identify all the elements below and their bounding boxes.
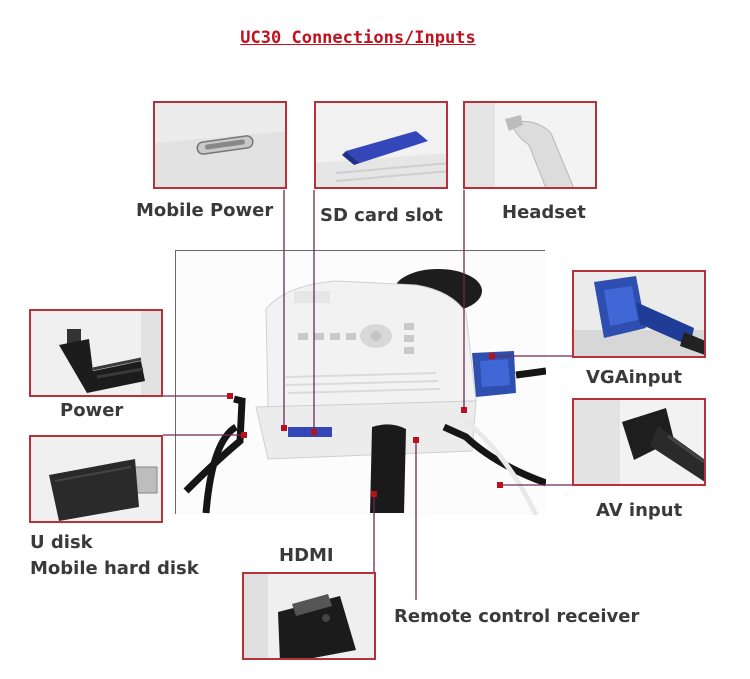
av-input-label: AV input [596, 500, 683, 521]
vga-input-label: VGAinput [586, 367, 682, 388]
projector-photo [175, 250, 546, 515]
mobile-power-photo [153, 101, 287, 189]
headset-photo [463, 101, 597, 189]
mobile-hard-disk-label: Mobile hard disk [30, 558, 199, 579]
u-disk-label: U disk [30, 532, 93, 553]
sd-card-slot-photo [314, 101, 448, 189]
u-disk-photo [29, 435, 163, 523]
hdmi-label: HDMI [279, 545, 334, 566]
sd-card-slot-label: SD card slot [320, 205, 443, 226]
remote-control-receiver-label: Remote control receiver [394, 606, 640, 627]
vga-input-photo [572, 270, 706, 358]
av-input-photo [572, 398, 706, 486]
power-label: Power [60, 400, 124, 421]
mobile-power-label: Mobile Power [136, 200, 274, 221]
power-photo [29, 309, 163, 397]
diagram-title: UC30 Connections/Inputs [240, 28, 476, 48]
headset-label: Headset [502, 202, 586, 223]
hdmi-photo [242, 572, 376, 660]
